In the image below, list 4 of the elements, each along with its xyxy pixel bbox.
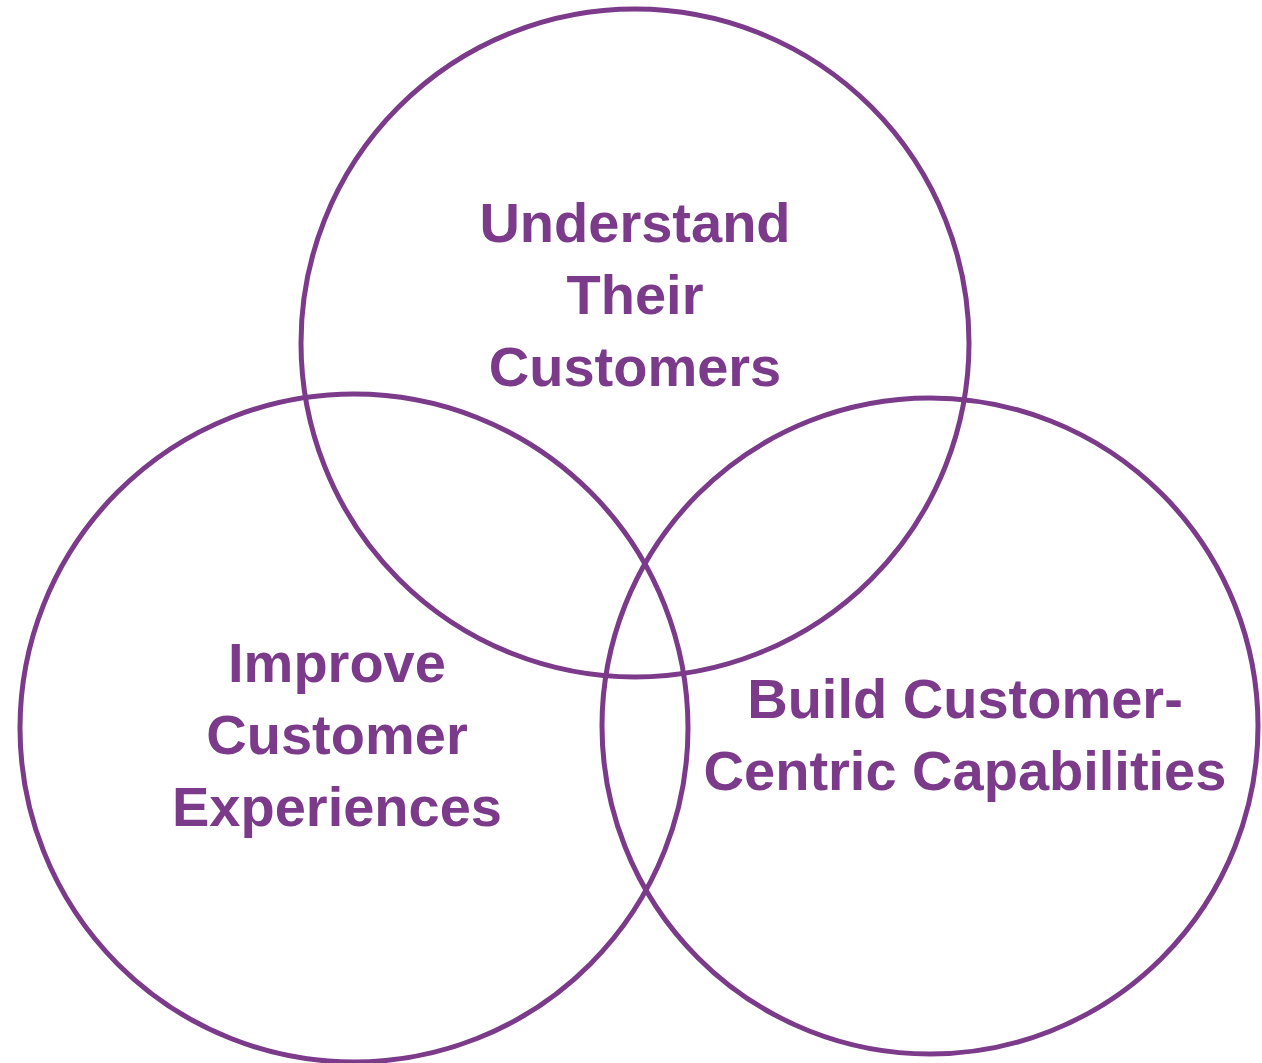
circle-label: Build Customer-Centric Capabilities [702,666,1228,804]
circle-label: Understand Their Customers [478,190,792,400]
circle-label: Improve Customer Experiences [171,630,503,840]
venn-circle [600,396,1260,1056]
